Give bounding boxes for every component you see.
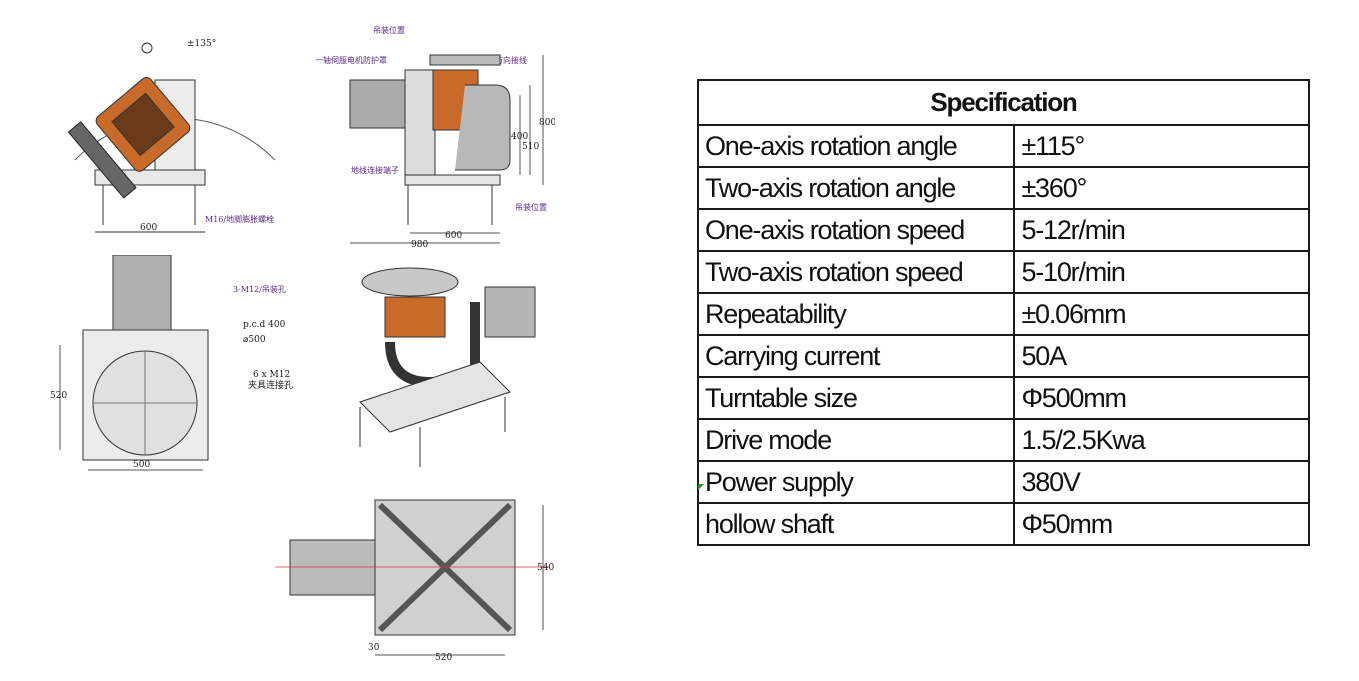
top-view-drawing: 3-M12/吊装孔 p.c.d 400 ⌀500 6 x M12 夹具连接孔 5… (50, 255, 293, 471)
isometric-view-drawing (359, 267, 536, 467)
spec-row: Power supply 380V (696, 460, 1310, 504)
motor-guard-note: 一轴伺服电机防护罩 (315, 55, 387, 65)
spec-row: One-axis rotation speed 5-12r/min (696, 208, 1310, 252)
width-500-label: 500 (133, 460, 150, 470)
ground-terminal-note: 地线连接端子 (351, 165, 399, 175)
spec-row: One-axis rotation angle ±115° (696, 124, 1310, 168)
spec-value: 50A (1013, 334, 1310, 378)
spec-name: Repeatability (696, 292, 1016, 336)
side-view-drawing: ±135° 600 M16/地脚膨胀螺栓 (67, 39, 276, 233)
limit-switch-note: 万向接线 (495, 55, 527, 65)
spec-name: Power supply (696, 460, 1016, 504)
fixture-holes-note: 夹具连接孔 (248, 379, 293, 391)
width-600-label: 600 (445, 231, 462, 241)
spec-title: Specification (697, 79, 1310, 126)
specification-table: Specification One-axis rotation angle ±1… (696, 79, 1310, 546)
spec-value: 380V (1013, 460, 1310, 504)
spec-value: ±360° (1013, 166, 1310, 210)
height-540-label: 540 (537, 563, 554, 573)
spec-row: Two-axis rotation angle ±360° (696, 166, 1310, 210)
height-520-label: 520 (50, 391, 67, 401)
spec-name: One-axis rotation speed (696, 208, 1016, 252)
spec-row: Carrying current 50A (696, 334, 1310, 378)
spec-row: Two-axis rotation speed 5-10r/min (696, 250, 1310, 294)
height-800-label: 800 (539, 118, 555, 128)
spec-row: hollow shaft Φ50mm (696, 502, 1310, 546)
spec-value: 5-10r/min (1013, 250, 1310, 294)
spec-header-row: Specification (697, 79, 1310, 126)
spec-value: 5-12r/min (1013, 208, 1310, 252)
bottom-view-drawing: 540 30 520 (275, 499, 554, 663)
spec-name: Two-axis rotation speed (696, 250, 1016, 294)
spec-row: Drive mode 1.5/2.5Kwa (696, 418, 1310, 462)
width-980-label: 980 (411, 240, 428, 250)
lift-position-top-note: 吊装位置 (373, 25, 405, 35)
lift-position-bottom-note: 吊装位置 (515, 202, 547, 212)
spec-row: Turntable size Φ500mm (696, 376, 1310, 420)
spec-name: Carrying current (696, 334, 1016, 378)
spec-name: Drive mode (696, 418, 1016, 462)
fixture-holes-label: 6 x M12 (253, 370, 290, 380)
spec-value: ±115° (1013, 124, 1310, 168)
angle-label: ±135° (187, 39, 216, 49)
technical-drawings: ±135° 600 M16/地脚膨胀螺栓 吊装位置 一轴伺服电机防护罩 万向接线… (0, 0, 640, 681)
spec-value: ±0.06mm (1013, 292, 1310, 336)
height-400-label: 400 (511, 132, 528, 142)
offset-30-label: 30 (368, 643, 380, 653)
height-510-label: 510 (522, 142, 539, 152)
spec-value: Φ500mm (1013, 376, 1310, 420)
lift-holes-note: 3-M12/吊装孔 (233, 284, 286, 294)
spec-name: One-axis rotation angle (696, 124, 1016, 168)
spec-row: Repeatability ±0.06mm (696, 292, 1310, 336)
front-view-drawing: 吊装位置 一轴伺服电机防护罩 万向接线 地线连接端子 吊装位置 400 510 … (315, 25, 555, 250)
anchor-bolt-note: M16/地脚膨胀螺栓 (205, 214, 274, 224)
pcd-label: p.c.d 400 (243, 320, 286, 330)
spec-name: hollow shaft (696, 502, 1016, 546)
spec-value: Φ50mm (1013, 502, 1310, 546)
spec-name: Turntable size (696, 376, 1016, 420)
width-520-label: 520 (435, 653, 452, 663)
spec-value: 1.5/2.5Kwa (1013, 418, 1310, 462)
diameter-label: ⌀500 (243, 335, 266, 345)
cell-comment-marker (698, 484, 704, 490)
width-label: 600 (140, 223, 157, 233)
spec-name: Two-axis rotation angle (696, 166, 1016, 210)
